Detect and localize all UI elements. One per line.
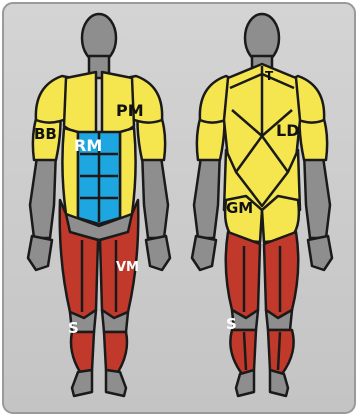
back-right-hand xyxy=(308,236,332,270)
front-left-hand xyxy=(28,236,52,270)
label-ld: LD xyxy=(276,121,299,140)
label-t: T xyxy=(265,69,274,83)
front-left-pectoral xyxy=(64,72,96,133)
label-gm: GM xyxy=(226,199,253,217)
back-left-hand xyxy=(192,236,216,270)
front-right-hand xyxy=(146,236,170,270)
label-s-back: S xyxy=(226,315,237,333)
label-rm: RM xyxy=(74,136,102,155)
label-vm: VM xyxy=(116,260,139,275)
background-panel xyxy=(3,3,355,413)
label-pm: PM xyxy=(116,101,144,120)
label-bb: BB xyxy=(34,125,57,143)
label-s-front: S xyxy=(68,319,79,337)
